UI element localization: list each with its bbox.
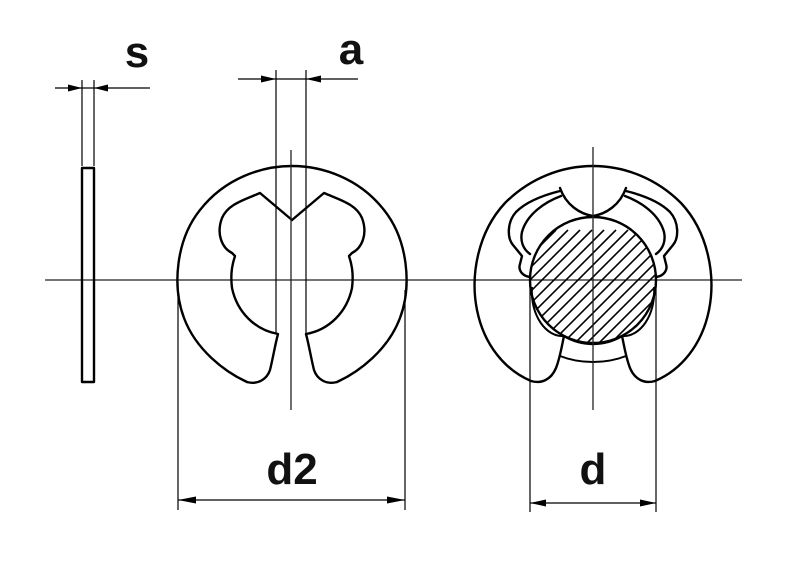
arrow-icon	[94, 84, 108, 92]
mounted-view: d	[473, 147, 713, 512]
ring-inner-lobe-left-2	[520, 194, 563, 256]
arrow-icon	[530, 499, 546, 507]
ring-edge	[80, 166, 96, 384]
arrow-icon	[640, 499, 656, 507]
ring-outline-left	[176, 164, 408, 384]
ring-inner-lobe-left	[507, 189, 562, 279]
ring-leg-right	[290, 191, 366, 384]
ring-inner-lobe-right-2	[623, 194, 666, 256]
arrow-icon	[261, 75, 276, 83]
d-label: d	[580, 445, 607, 494]
ring-leg-left	[218, 191, 294, 384]
ring-inner-lobe-right	[624, 189, 679, 279]
arrow-icon	[68, 84, 82, 92]
s-label: s	[125, 28, 149, 77]
a-label: a	[339, 25, 364, 74]
arrow-icon	[178, 496, 196, 504]
d2-label: d2	[266, 445, 317, 494]
arrow-icon	[306, 75, 321, 83]
arrow-icon	[387, 496, 405, 504]
front-view: a d2	[176, 25, 408, 510]
side-view: s	[55, 28, 150, 384]
shaft-hatching	[530, 229, 656, 343]
